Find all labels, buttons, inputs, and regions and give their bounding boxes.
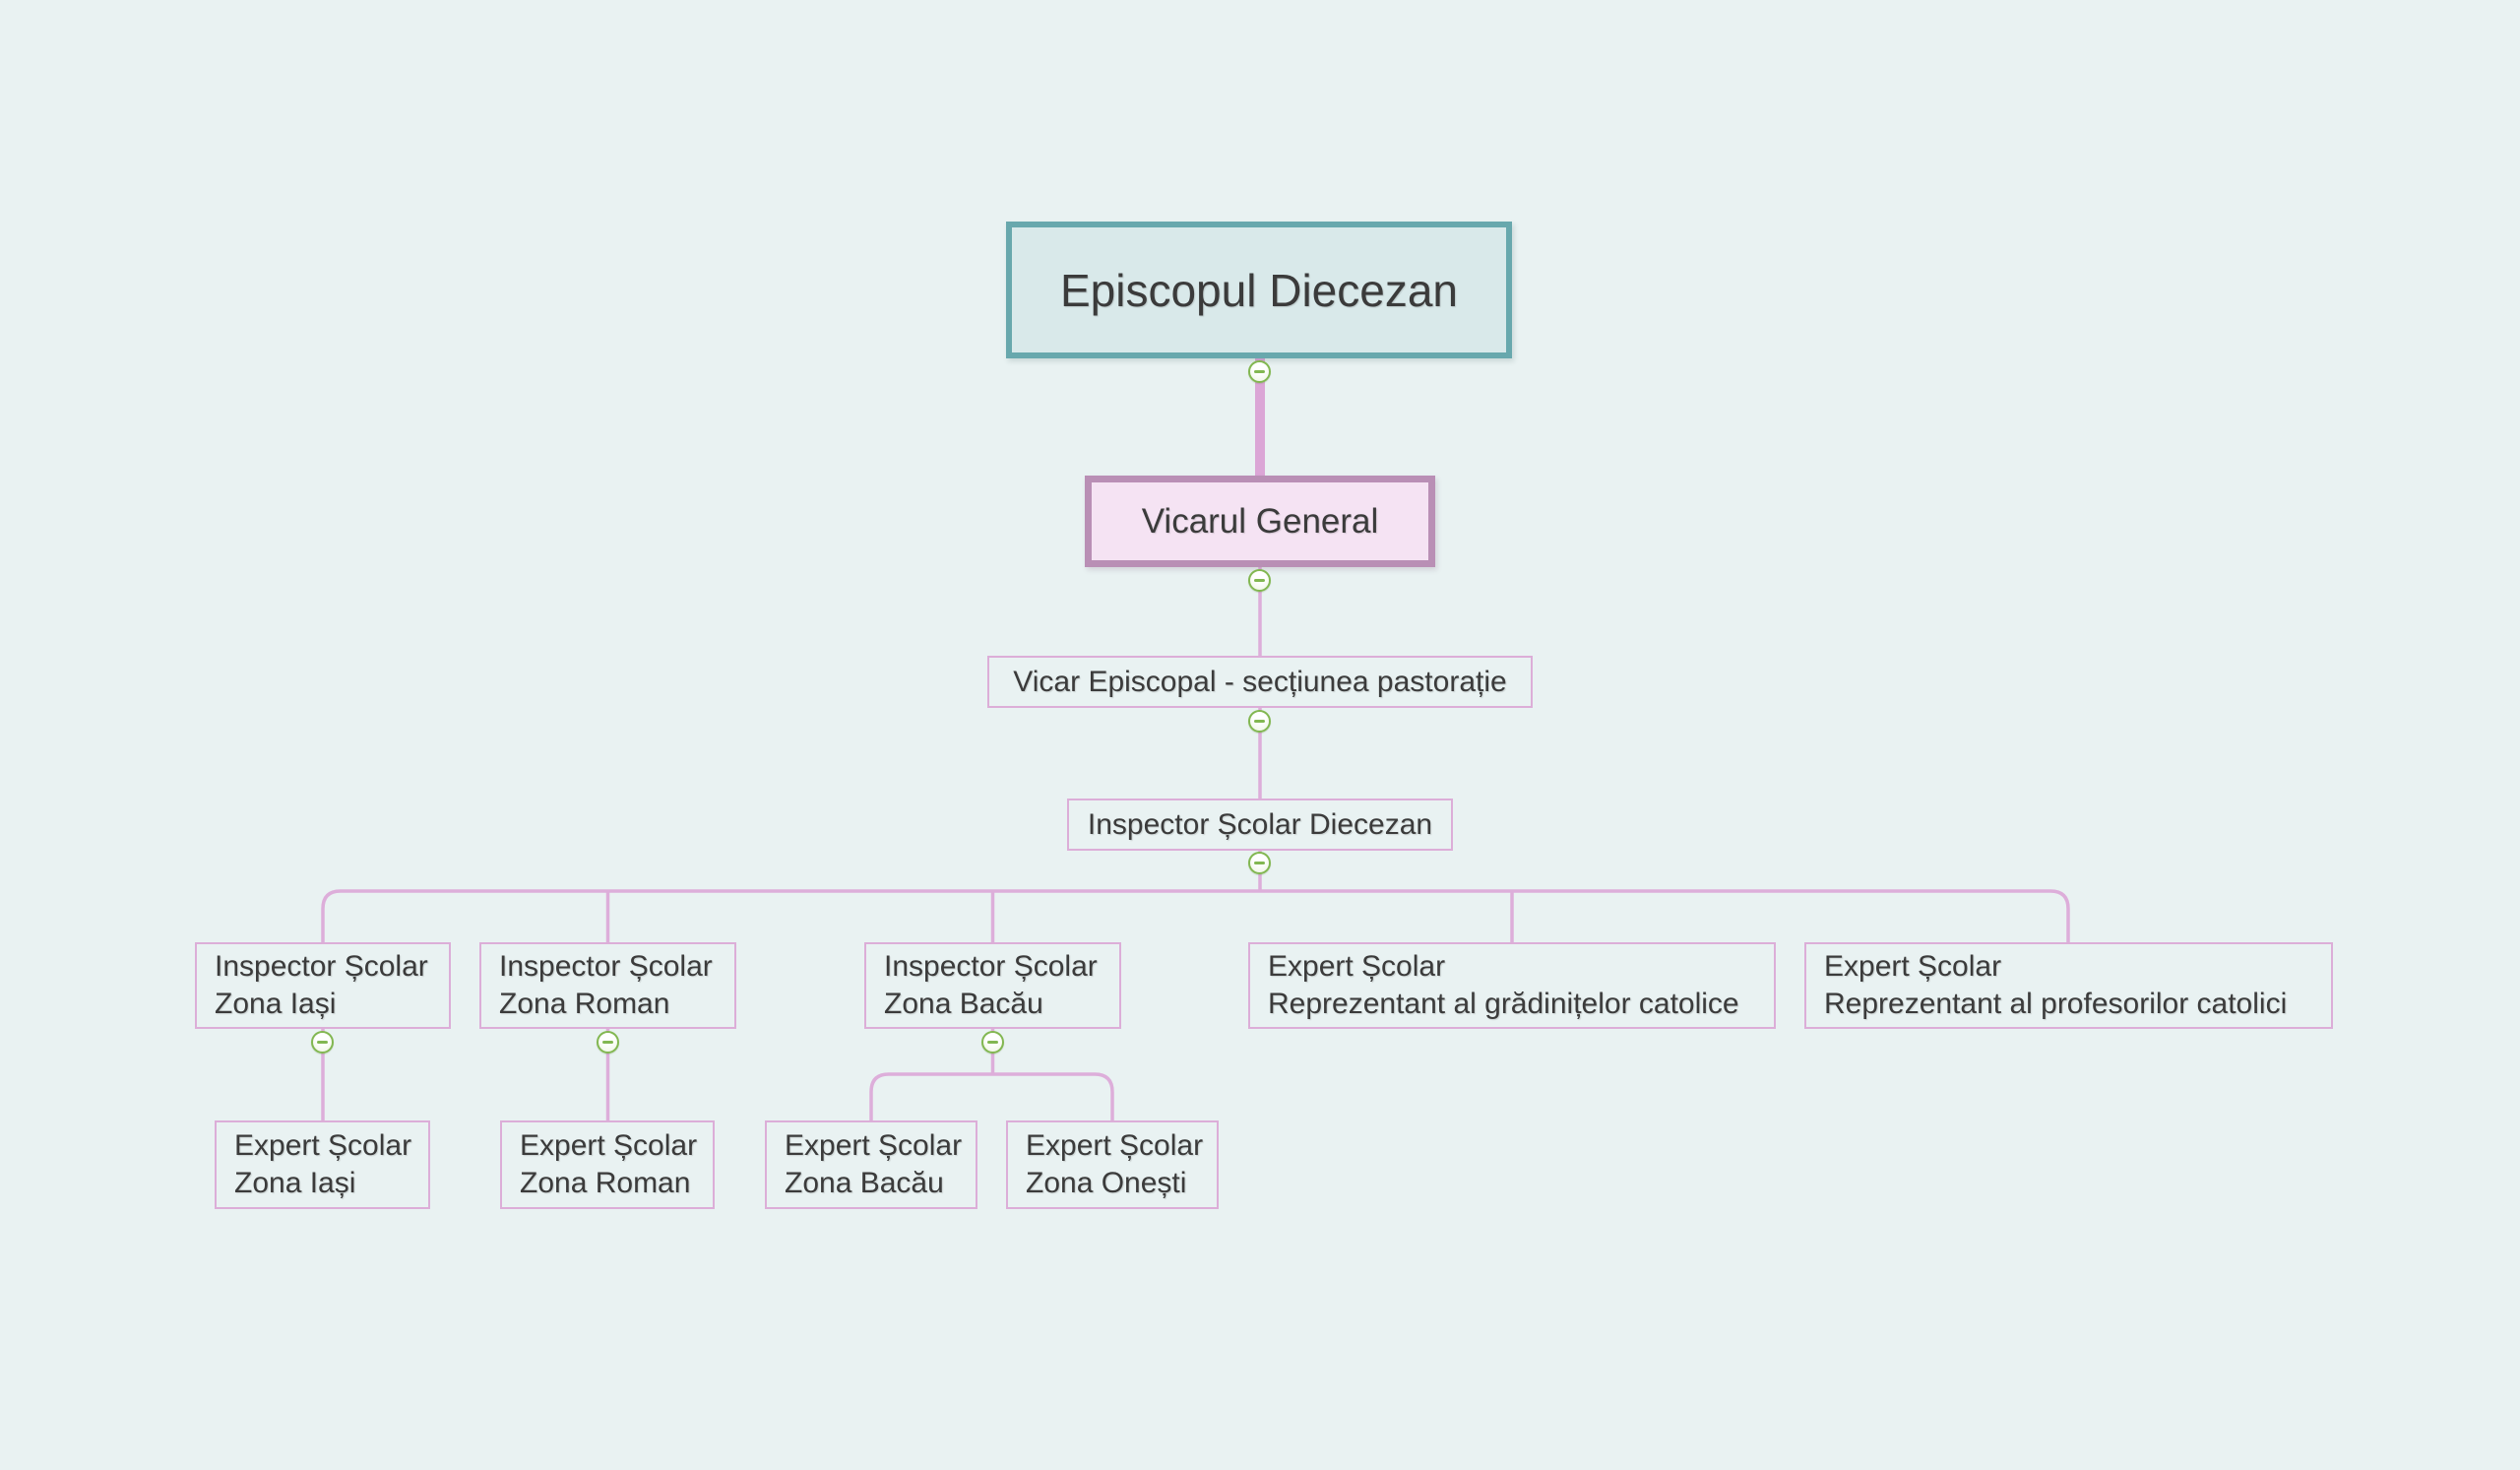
- node-label-line2: Zona Roman: [499, 988, 670, 1020]
- node-label: Episcopul Diecezan: [1059, 264, 1458, 316]
- node-label-line1: Inspector Școlar: [884, 950, 1098, 984]
- collapse-minus-icon[interactable]: [981, 1031, 1004, 1054]
- node-vicarul-general[interactable]: Vicarul General: [1085, 476, 1435, 567]
- node-inspector-zona-roman[interactable]: Inspector Școlar Zona Roman: [479, 942, 736, 1029]
- node-expert-zona-onesti[interactable]: Expert Școlar Zona Onești: [1006, 1120, 1219, 1209]
- collapse-minus-icon[interactable]: [597, 1031, 619, 1054]
- node-label-line2: Zona Iași: [215, 988, 337, 1020]
- node-expert-zona-roman[interactable]: Expert Școlar Zona Roman: [500, 1120, 715, 1209]
- collapse-minus-icon[interactable]: [1248, 852, 1271, 874]
- collapse-minus-icon[interactable]: [311, 1031, 334, 1054]
- node-vicar-episcopal-pastoratie[interactable]: Vicar Episcopal - secțiunea pastorație: [987, 656, 1533, 708]
- node-label: Vicar Episcopal - secțiunea pastorație: [1013, 665, 1507, 698]
- node-label-line2: Zona Bacău: [884, 988, 1043, 1020]
- node-inspector-scolar-diecezan[interactable]: Inspector Școlar Diecezan: [1067, 799, 1453, 851]
- node-label-line2: Zona Roman: [520, 1167, 691, 1199]
- node-inspector-zona-iasi[interactable]: Inspector Școlar Zona Iași: [195, 942, 451, 1029]
- node-inspector-zona-bacau[interactable]: Inspector Școlar Zona Bacău: [864, 942, 1121, 1029]
- node-label-line1: Expert Școlar: [234, 1129, 412, 1163]
- node-label-line1: Expert Școlar: [1824, 950, 2002, 984]
- node-expert-profesori-catolici[interactable]: Expert Școlar Reprezentant al profesoril…: [1804, 942, 2333, 1029]
- collapse-minus-icon[interactable]: [1248, 569, 1271, 592]
- node-episcopul-diecezan[interactable]: Episcopul Diecezan: [1006, 222, 1512, 358]
- node-expert-zona-bacau[interactable]: Expert Școlar Zona Bacău: [765, 1120, 977, 1209]
- node-label-line1: Expert Școlar: [520, 1129, 698, 1163]
- node-label: Inspector Școlar Diecezan: [1087, 807, 1433, 841]
- edge-main-branch: [321, 889, 2070, 943]
- edge-bacau-branch: [869, 1072, 1114, 1121]
- node-label-line2: Reprezentant al grădinițelor catolice: [1268, 988, 1739, 1020]
- node-expert-gradinite-catolice[interactable]: Expert Școlar Reprezentant al grădinițel…: [1248, 942, 1776, 1029]
- node-expert-zona-iasi[interactable]: Expert Școlar Zona Iași: [215, 1120, 430, 1209]
- node-label-line1: Expert Școlar: [1026, 1129, 1204, 1163]
- node-label-line2: Zona Iași: [234, 1167, 356, 1199]
- node-label-line1: Inspector Școlar: [215, 950, 428, 984]
- node-label-line1: Expert Școlar: [1268, 950, 1446, 984]
- node-label-line2: Reprezentant al profesorilor catolici: [1824, 988, 2288, 1020]
- node-label-line2: Zona Bacău: [785, 1167, 944, 1199]
- node-label-line1: Expert Școlar: [785, 1129, 963, 1163]
- node-label-line2: Zona Onești: [1026, 1167, 1187, 1199]
- collapse-minus-icon[interactable]: [1248, 710, 1271, 733]
- node-label-line1: Inspector Școlar: [499, 950, 713, 984]
- node-label: Vicarul General: [1141, 501, 1379, 541]
- collapse-minus-icon[interactable]: [1248, 360, 1271, 383]
